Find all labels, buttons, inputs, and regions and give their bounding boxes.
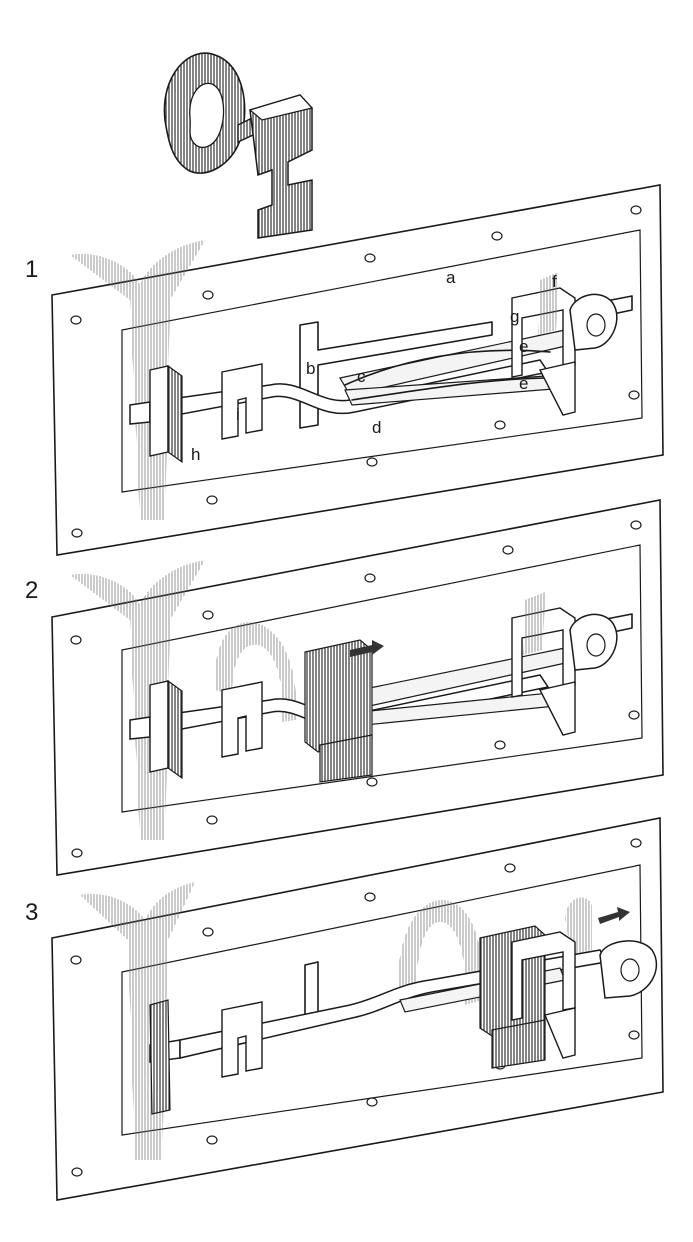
guide-block-2 bbox=[149, 680, 169, 773]
screw-holes-3 bbox=[70, 838, 642, 1177]
inner-plate-outline-3 bbox=[121, 864, 643, 1136]
inner-plate-outline-1 bbox=[121, 229, 643, 493]
panel-number-2: 2 bbox=[25, 577, 38, 604]
bolt-end-1 bbox=[129, 401, 151, 425]
right-arrow-icon bbox=[598, 907, 630, 924]
staple-block-i-1 bbox=[221, 363, 263, 440]
key-icon bbox=[163, 52, 314, 239]
label-f: f bbox=[552, 272, 557, 291]
panel-number-3: 3 bbox=[25, 899, 38, 926]
key-ghost-1 bbox=[70, 240, 205, 520]
label-d: d bbox=[372, 418, 381, 437]
key-bit-ghost-3 bbox=[397, 899, 483, 1005]
staple-block-2 bbox=[221, 681, 263, 758]
rear-staple-g-1 bbox=[511, 287, 576, 378]
label-g: g bbox=[510, 307, 519, 326]
slotted-guide-2 bbox=[304, 639, 373, 753]
panel-3: 3 bbox=[25, 817, 664, 1201]
lever-e-bottom-1 bbox=[351, 377, 553, 401]
key-ghost-3 bbox=[80, 882, 195, 1160]
screw-holes-2 bbox=[70, 520, 642, 858]
key-bit-ghost-2 bbox=[214, 622, 297, 722]
label-h: h bbox=[191, 445, 200, 464]
panel-2: 2 bbox=[25, 499, 664, 876]
bolt-end-2 bbox=[129, 716, 151, 740]
lock-plate-1 bbox=[51, 184, 664, 556]
screw-holes-1 bbox=[70, 205, 642, 538]
slot-b-1 bbox=[299, 321, 493, 429]
panel-1: 1 bbox=[25, 184, 664, 556]
guide-block-3 bbox=[149, 999, 171, 1115]
label-i: i bbox=[236, 405, 240, 424]
label-a: a bbox=[446, 268, 456, 287]
panel-number-1: 1 bbox=[25, 256, 38, 283]
inner-plate-outline-2 bbox=[121, 544, 643, 813]
guide-block-h-1 bbox=[149, 365, 169, 457]
right-arrow-icon bbox=[350, 640, 384, 657]
key-ghost-2 bbox=[70, 560, 205, 840]
label-e-upper: e bbox=[519, 337, 528, 356]
rear-staple-3 bbox=[511, 931, 576, 1021]
label-b: b bbox=[306, 359, 315, 378]
label-e-lower: e bbox=[519, 374, 528, 393]
label-c: c bbox=[357, 367, 366, 386]
staple-block-3 bbox=[221, 1001, 263, 1078]
